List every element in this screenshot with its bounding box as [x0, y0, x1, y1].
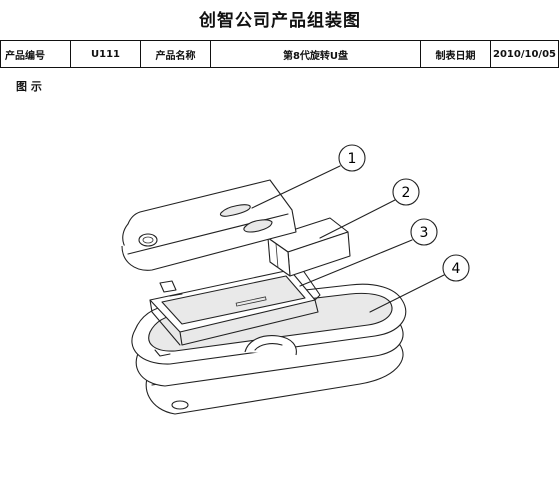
callout-4-label: 4 — [452, 261, 461, 277]
top-cover-part — [121, 179, 297, 271]
callout-2-label: 2 — [402, 185, 411, 201]
product-name-label: 产品名称 — [140, 40, 211, 68]
callout-1: 1 — [251, 144, 366, 209]
product-name-value: 第8代旋转U盘 — [210, 40, 421, 68]
date-value: 2010/10/05 — [490, 40, 559, 68]
date-label: 制表日期 — [420, 40, 491, 68]
callout-2: 2 — [319, 178, 420, 239]
product-info-row: 产品编号 U111 产品名称 第8代旋转U盘 制表日期 2010/10/05 — [0, 40, 559, 68]
product-info-table: 产品编号 U111 产品名称 第8代旋转U盘 制表日期 2010/10/05 — [0, 40, 559, 68]
circuit-board-part — [149, 265, 321, 346]
callout-1-label: 1 — [348, 151, 357, 167]
assembly-drawing: 1 2 3 4 — [121, 144, 470, 415]
product-code-value: U111 — [70, 40, 141, 68]
callout-3-label: 3 — [420, 225, 429, 241]
callout-4: 4 — [369, 254, 470, 313]
figure-caption: 图 示 — [16, 80, 42, 93]
usb-connector-part — [267, 217, 351, 277]
product-code-label: 产品编号 — [0, 40, 71, 68]
callout-3: 3 — [299, 218, 438, 287]
document-title: 创智公司产品组装图 — [199, 11, 361, 31]
